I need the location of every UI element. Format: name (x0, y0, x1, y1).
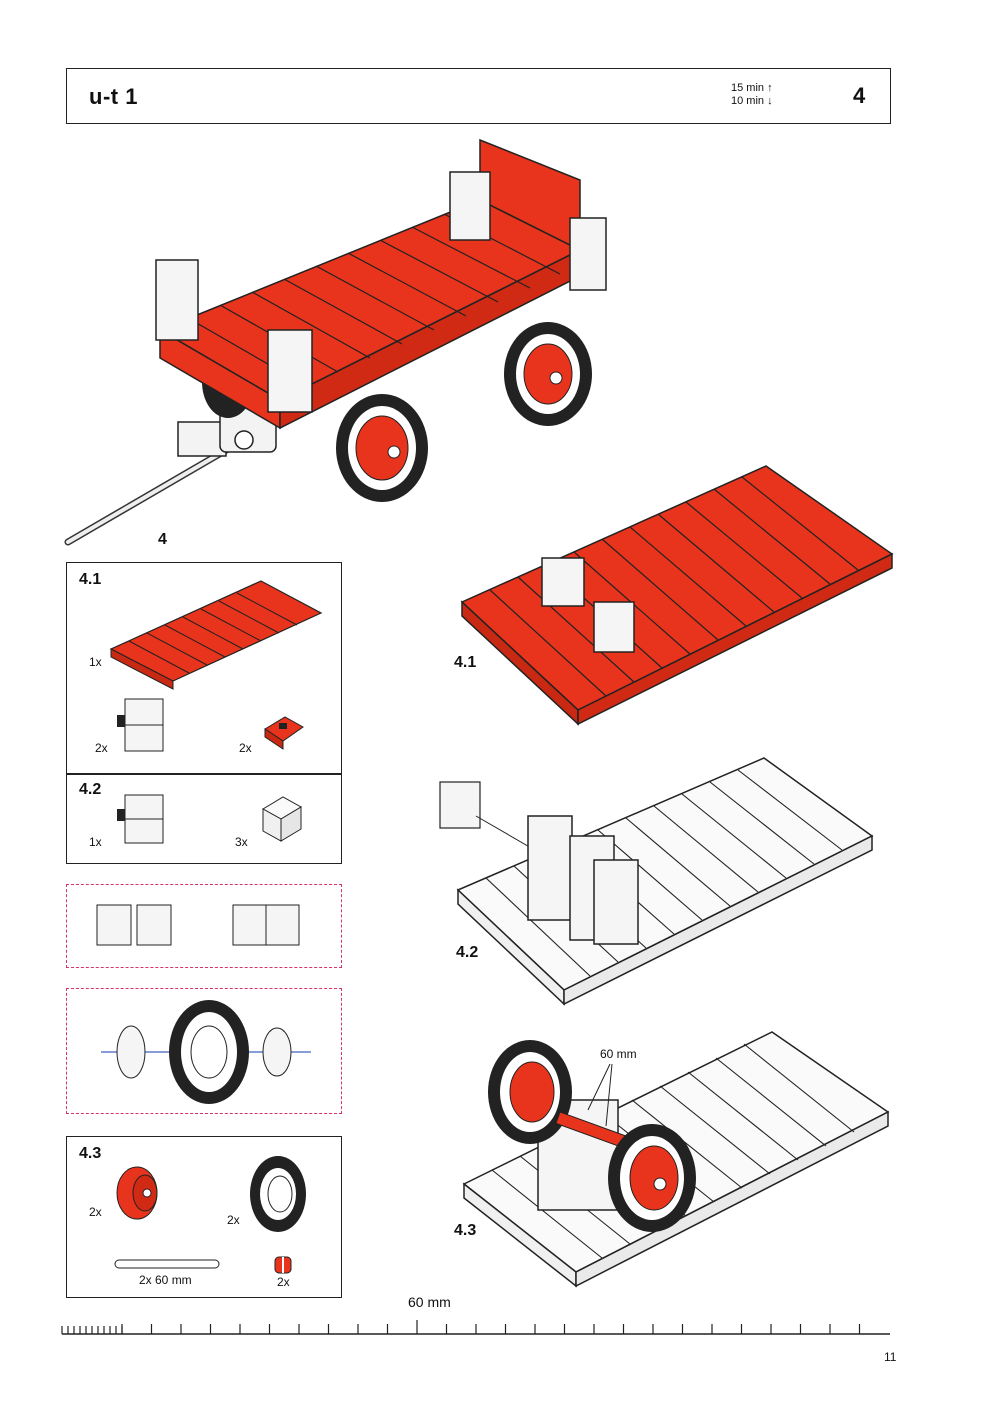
parts-4-2-label: 4.2 (79, 781, 102, 798)
parts-panel-4-2: 4.2 1x 3x (66, 774, 342, 864)
white-block-part (117, 698, 164, 752)
page-number: 11 (884, 1350, 897, 1364)
header-box: u-t 1 15 min ↑ 10 min ↓ 4 (66, 68, 891, 124)
parts-panel-4-3: 4.3 2x 2x 2x 60 mm 2x (66, 1136, 342, 1298)
block-join-diagram (96, 904, 300, 946)
main-figure-label: 4 (158, 531, 167, 548)
wheel-assembly-diagram (101, 1000, 311, 1104)
white-block-qty: 3x (235, 835, 248, 849)
axle-part (114, 1259, 220, 1269)
step-4-2-illustration (439, 757, 874, 1006)
step-4-3-label: 4.3 (454, 1222, 477, 1239)
step-4-2-label: 4.2 (456, 944, 479, 961)
parts-panel-4-1: 4.1 1x 2x 2x (66, 562, 342, 774)
block-qty: 2x (95, 741, 108, 755)
parts-4-1-label: 4.1 (79, 571, 102, 588)
model-title: u-t 1 (89, 84, 138, 109)
red-part-qty: 2x (239, 741, 252, 755)
axle-length-note: 60 mm (600, 1047, 637, 1061)
hub-qty: 2x (89, 1205, 102, 1219)
tire-qty: 2x (227, 1213, 240, 1227)
step-4-1-label: 4.1 (454, 654, 477, 671)
parts-4-3-label: 4.3 (79, 1145, 102, 1162)
ruler-label: 60 mm (408, 1294, 451, 1310)
red-clip-part (274, 1256, 292, 1274)
tire-part (250, 1156, 306, 1232)
measuring-ruler (61, 1320, 890, 1335)
wagon-illustration (64, 138, 607, 546)
step-number: 4 (853, 83, 866, 108)
subassembly-wheel-box (66, 988, 342, 1114)
white-block-part-2 (117, 794, 164, 844)
step-4-1-illustration (460, 465, 894, 726)
red-small-part (264, 716, 304, 750)
red-hub-part (116, 1166, 158, 1220)
clip-qty: 2x (277, 1275, 290, 1289)
time-disassemble: 10 min ↓ (731, 95, 773, 107)
block-qty-2: 1x (89, 835, 102, 849)
axle-qty: 2x 60 mm (139, 1273, 192, 1287)
step-4-3-illustration (462, 1031, 890, 1288)
subassembly-blocks-box (66, 884, 342, 968)
white-small-block-part (262, 796, 302, 842)
red-plate-part (109, 580, 323, 690)
plate-qty: 1x (89, 655, 102, 669)
time-assemble: 15 min ↑ (731, 82, 773, 94)
build-times: 15 min ↑ 10 min ↓ (731, 82, 773, 108)
